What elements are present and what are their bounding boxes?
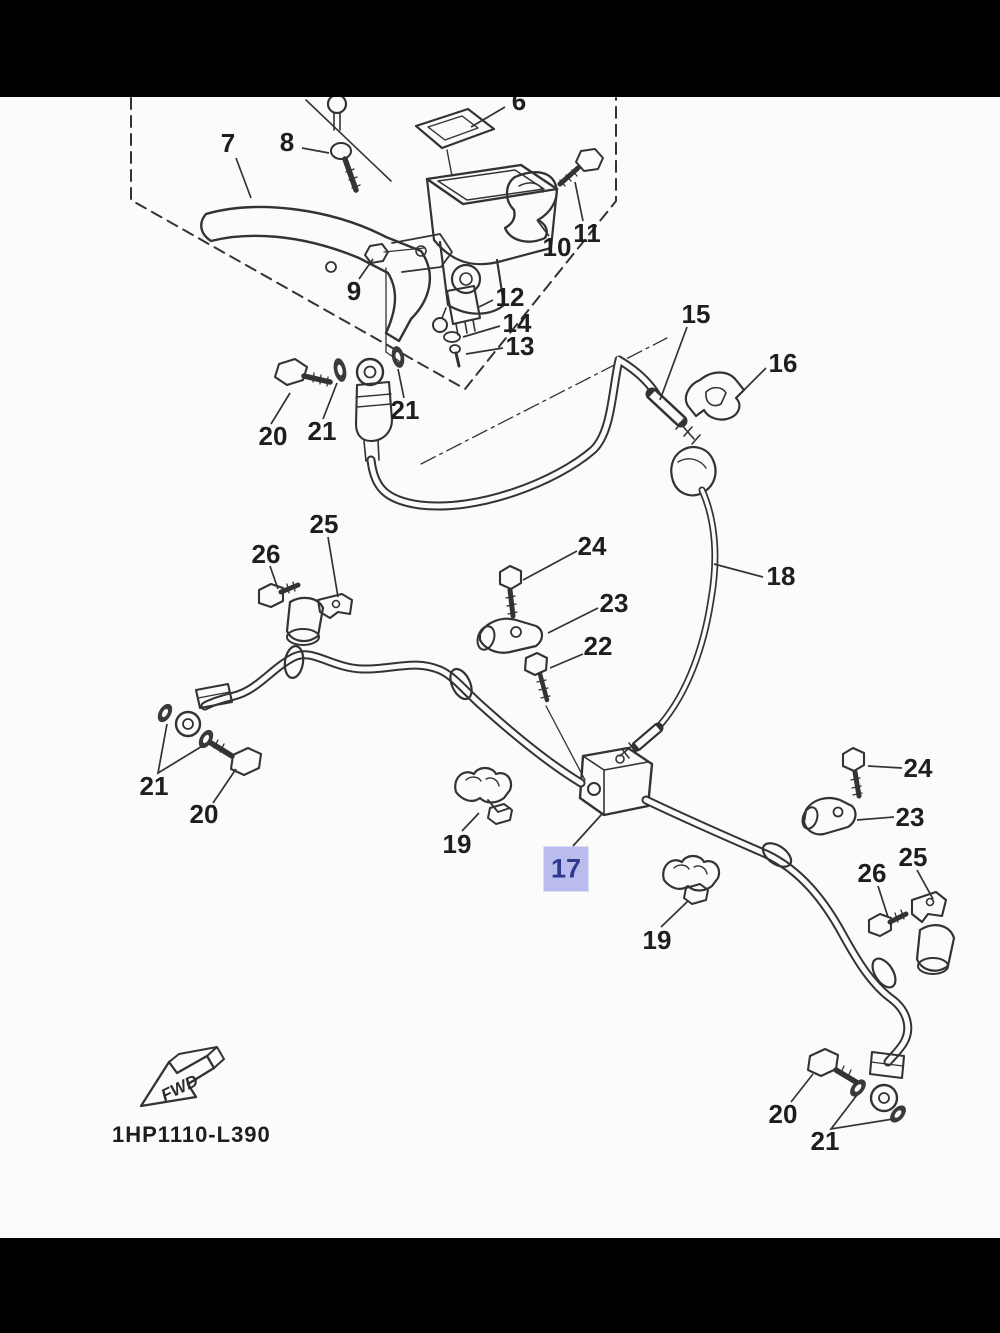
junction-bolt-22 xyxy=(523,651,551,703)
part-callout-21-30[interactable]: 21 xyxy=(810,1126,840,1156)
part-callout-24-17[interactable]: 24 xyxy=(577,531,607,561)
switch-washer-14 xyxy=(443,331,461,343)
part-callout-26-26[interactable]: 26 xyxy=(857,858,887,888)
reservoir-cap xyxy=(305,93,496,182)
mid-clamp-bolt-24 xyxy=(498,564,523,619)
upper-banjo-bolt-20 xyxy=(273,357,333,387)
master-cylinder xyxy=(425,163,559,333)
diagram-canvas xyxy=(0,97,1000,1238)
part-callout-7-1[interactable]: 7 xyxy=(220,128,236,158)
left-clamp-bolt-26 xyxy=(257,581,301,609)
part-callout-24-24[interactable]: 24 xyxy=(903,753,933,783)
center-line xyxy=(420,337,668,465)
part-callout-10-4[interactable]: 10 xyxy=(542,232,572,262)
switch-screw-13 xyxy=(449,344,461,368)
letterbox-bottom xyxy=(0,1238,1000,1333)
part-callout-23-25[interactable]: 23 xyxy=(895,802,925,832)
right-clamp-bolt-24 xyxy=(841,746,866,799)
part-callout-25-27[interactable]: 25 xyxy=(898,842,928,872)
upper-brake-hose-15 xyxy=(366,355,717,511)
right-clamp-bolt-26 xyxy=(867,909,909,938)
part-callout-20-21[interactable]: 20 xyxy=(189,799,219,829)
part-callout-23-18[interactable]: 23 xyxy=(599,588,629,618)
part-callout-25-15[interactable]: 25 xyxy=(309,509,339,539)
leader-lines xyxy=(156,106,934,1131)
left-banjo-bolt-20 xyxy=(208,739,263,777)
handlebar-clamp xyxy=(503,171,558,243)
part-callout-17-23[interactable]: 17 xyxy=(543,846,589,892)
part-callout-18-11[interactable]: 18 xyxy=(766,561,796,591)
diagram-part-code: 1HP1110-L390 xyxy=(112,1122,271,1147)
part-callout-16-10[interactable]: 16 xyxy=(768,348,798,378)
spring-clip-19-right xyxy=(662,854,721,905)
part-callout-15-9[interactable]: 15 xyxy=(681,299,711,329)
left-brake-hose xyxy=(157,645,586,788)
part-callout-20-29[interactable]: 20 xyxy=(768,1099,798,1129)
left-hose-clamp-25 xyxy=(285,592,354,646)
nut-9 xyxy=(364,243,425,264)
lower-brake-hose xyxy=(641,795,913,1123)
brake-lever xyxy=(200,205,453,343)
part-callout-8-2[interactable]: 8 xyxy=(279,127,295,157)
bolt-8 xyxy=(330,142,361,193)
mid-hose-clamp-23 xyxy=(476,617,544,654)
hose-eye-fitting xyxy=(354,267,400,462)
part-callout-26-16[interactable]: 26 xyxy=(251,539,281,569)
pipe-clip-16 xyxy=(684,371,746,421)
part-callout-21-20[interactable]: 21 xyxy=(139,771,169,801)
letterbox-top xyxy=(0,0,1000,97)
part-callout-21-13[interactable]: 21 xyxy=(307,416,337,446)
part-callout-11-5[interactable]: 11 xyxy=(573,218,601,248)
part-callout-22-19[interactable]: 22 xyxy=(583,631,613,661)
part-callout-19-22[interactable]: 19 xyxy=(442,829,472,859)
dashed-assembly-box xyxy=(130,97,617,390)
right-hose-clamp-25 xyxy=(910,890,956,975)
right-hose-clamp-23 xyxy=(801,796,857,836)
brake-pipe-18 xyxy=(619,486,719,759)
junction-block-17 xyxy=(545,705,654,817)
part-callout-14-7[interactable]: 14 xyxy=(502,308,532,338)
spring-clip-19-left xyxy=(454,766,513,825)
part-callout-21-14[interactable]: 21 xyxy=(390,395,420,425)
clamp-bolt-11 xyxy=(557,148,604,187)
part-callout-19-28[interactable]: 19 xyxy=(642,925,672,955)
part-callout-12-6[interactable]: 12 xyxy=(495,282,525,312)
part-callout-9-3[interactable]: 9 xyxy=(346,276,362,306)
part-callout-13-8[interactable]: 13 xyxy=(505,331,535,361)
part-callout-20-12[interactable]: 20 xyxy=(258,421,288,451)
lower-banjo-bolt-20 xyxy=(806,1047,859,1085)
